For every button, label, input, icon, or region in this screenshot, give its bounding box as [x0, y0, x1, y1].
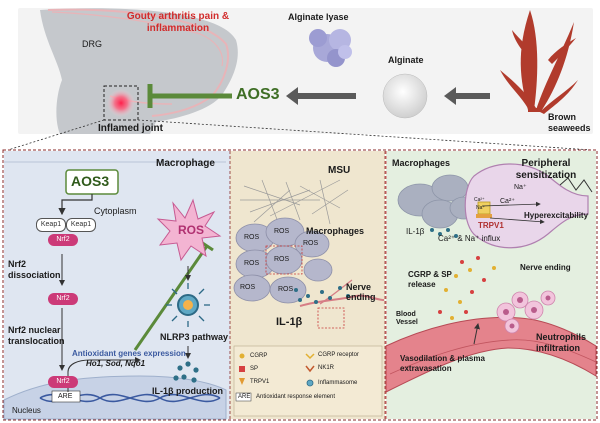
legend-nk1r: NK1R — [318, 365, 335, 371]
influx-label: Ca²⁺ & Na⁺ influx — [438, 234, 501, 243]
legend-sp: SP — [250, 366, 259, 372]
ca-plus-label: Ca²⁺ — [500, 198, 515, 205]
keap1-a: Keap1 — [36, 218, 66, 232]
ros-highlight-box — [265, 245, 303, 275]
na-plus-label: Na⁺ — [514, 184, 527, 191]
drg-label: DRG — [82, 39, 102, 49]
keap1-b: Keap1 — [66, 218, 96, 232]
zoom-line-left — [7, 119, 105, 151]
macrophage-cluster — [233, 217, 333, 304]
blood-vessel — [385, 316, 597, 393]
ca-small-label: Ca²⁺ — [474, 197, 485, 203]
vasodilation-label: Vasodilation & plasma extravasation — [400, 354, 485, 373]
arrow-head-alginate — [444, 87, 456, 105]
blood-vessel-label: Blood Vessel — [396, 311, 418, 326]
are-box — [51, 390, 81, 403]
legend-cgrp: CGRP — [250, 353, 268, 359]
arrow-hyper — [489, 217, 545, 225]
macrophage-label: Macrophage — [156, 158, 215, 169]
inflamed-joint-marker — [103, 85, 139, 121]
na-small-label: Na⁺ — [476, 205, 486, 211]
ros-label-2: ROS — [274, 228, 290, 235]
antioxidant-title: Antioxidant genes expression — [72, 349, 186, 358]
arrow-aos3-to-keap1 — [58, 194, 93, 216]
nerve-highlight-box — [317, 307, 345, 329]
peripheral-sensitization-label: Peripheral sensitization — [515, 158, 577, 181]
trpv1-label: TRPV1 — [478, 221, 504, 230]
hyperexcitability-label: Hyperexcitability — [524, 211, 589, 220]
alginate-label: Alginate — [388, 55, 424, 65]
ros-label-5: ROS — [274, 256, 290, 263]
brown-seaweed-illustration — [500, 10, 578, 114]
nlrp3-label: NLRP3 pathway — [160, 332, 229, 342]
aos3-title: AOS3 — [236, 86, 280, 103]
legend-trpv1: TRPV1 — [250, 379, 270, 385]
nerve-terminal — [464, 163, 589, 249]
il1b-production-label: IL-1β production — [152, 386, 223, 396]
arrow-head-aos3 — [286, 87, 298, 105]
release-label: CGRP & SP release — [408, 270, 452, 289]
legend-inflammasome: Inflammasome — [318, 380, 358, 386]
left-panel-bg — [4, 151, 230, 419]
ros-star — [156, 198, 222, 262]
ros-label-6: ROS — [240, 284, 256, 291]
ros-label-3: ROS — [303, 240, 319, 247]
legend-are-text: Antioxidant response element — [256, 394, 336, 400]
ros-label-4: ROS — [244, 260, 260, 267]
arrow-na — [481, 201, 541, 207]
il1b-dots-middle — [294, 286, 350, 304]
brown-seaweeds-label: Brown seaweeds — [548, 112, 591, 133]
legend-are-tag: ARE — [238, 394, 251, 400]
nrf2-b: Nrf2 — [48, 293, 78, 305]
aos3-inhibit-ros-line — [133, 245, 209, 351]
release-particles — [438, 256, 496, 320]
nrf2-translocation-label: Nrf2 nuclear translocation — [8, 325, 65, 346]
legend-cgrp-receptor: CGRP receptor — [318, 352, 359, 358]
ros-star-label: ROS — [178, 223, 205, 237]
il1b-dots-left — [173, 361, 199, 383]
nerve-ending-label: Nerve ending — [346, 282, 376, 302]
right-il1b-dots — [430, 228, 458, 238]
il1b-label-middle: IL-1β — [276, 316, 303, 328]
ros-label-1: ROS — [244, 234, 260, 241]
right-nerve-ending-label: Nerve ending — [520, 263, 571, 272]
legend-symbols — [235, 353, 315, 402]
right-macrophages-label: Macrophages — [392, 158, 451, 168]
ros-label-7: ROS — [278, 286, 294, 293]
vessel-inner-line — [389, 339, 597, 375]
alginate-ball — [382, 73, 428, 119]
trpv1-channel — [476, 201, 492, 218]
cytoplasm-label: Cytoplasm — [94, 206, 137, 216]
action-potential-trace — [559, 177, 593, 193]
nlrp3-inflammasome — [166, 283, 210, 327]
antioxidant-arrow — [67, 357, 141, 392]
nrf2-dissociation-label: Nrf2 dissociation — [8, 259, 61, 280]
alginate-lyase-label: Alginate lyase — [288, 12, 349, 22]
nrf2-c: Nrf2 — [48, 376, 78, 388]
nerve-branch — [319, 279, 353, 305]
arrow-vessel-out — [473, 323, 480, 345]
antioxidant-genes: Ho1, Sod, Nqo1 — [86, 359, 146, 368]
inflamed-joint-label: Inflamed joint — [98, 123, 163, 134]
bottom-frame — [2, 149, 598, 421]
are-label: ARE — [58, 393, 73, 400]
msu-crystals — [240, 179, 349, 225]
aos3-box-label: AOS3 — [71, 173, 110, 189]
alginate-lyase-enzyme — [309, 29, 352, 67]
top-title: Gouty arthritis pain & inflammation — [126, 11, 230, 34]
neutrophils-label: Neutrophils infiltration — [536, 332, 587, 353]
middle-macrophages-label: Macrophages — [306, 226, 365, 236]
neutrophil-nuclei — [503, 295, 551, 329]
nrf2-a: Nrf2 — [48, 234, 78, 246]
right-il1b-label: IL-1β — [406, 227, 425, 236]
nucleus-label: Nucleus — [12, 406, 41, 415]
msu-label: MSU — [328, 165, 351, 176]
